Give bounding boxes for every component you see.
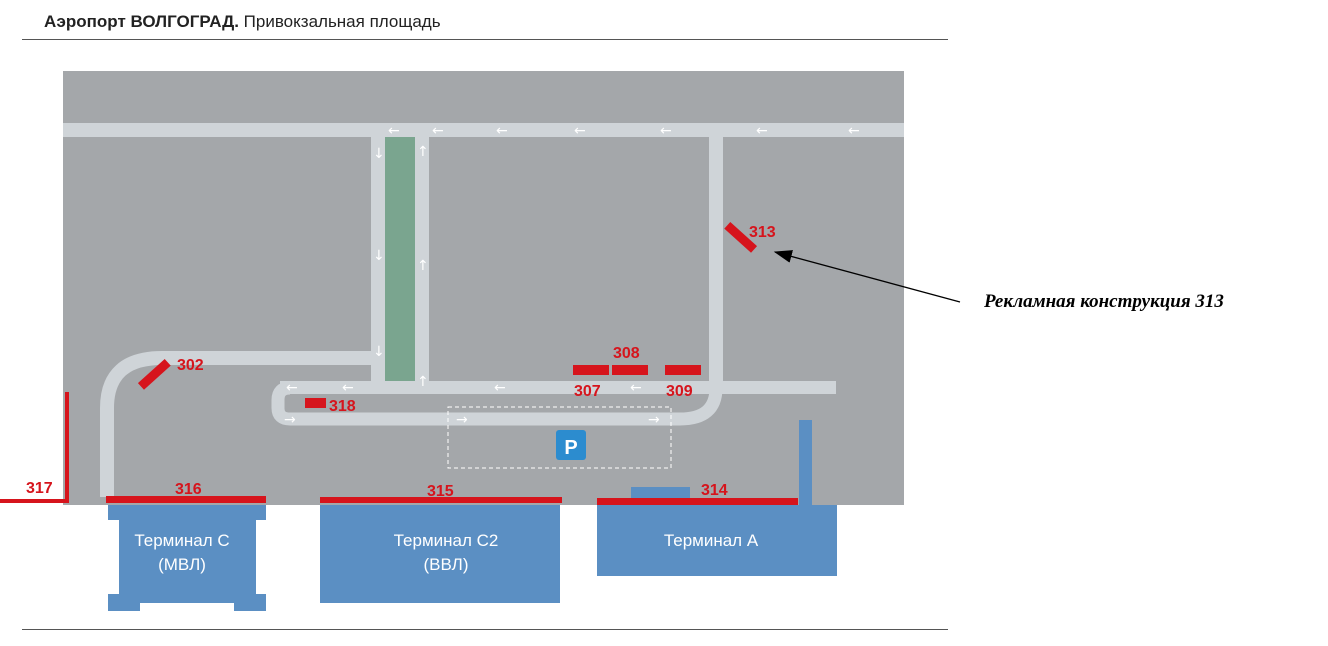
ad-307-marker xyxy=(573,365,609,375)
terminal-c2 xyxy=(320,505,560,603)
ad-315-label: 315 xyxy=(427,483,454,500)
callout-arrow xyxy=(773,250,961,303)
arrow-down-icon: ↓ xyxy=(373,248,385,264)
forecourt-area xyxy=(63,71,904,505)
terminals: Терминал С (МВЛ) Терминал С2 (ВВЛ) Терми… xyxy=(108,420,837,611)
parking-badge xyxy=(556,430,586,460)
ad-314-marker xyxy=(597,498,798,505)
terminal-a-gallery xyxy=(799,420,812,505)
arrow-left-icon: ← xyxy=(574,123,586,139)
page-title: Аэропорт ВОЛГОГРАД. Привокзальная площад… xyxy=(44,12,441,32)
ad-313-label: 313 xyxy=(749,224,776,241)
ad-307-label: 307 xyxy=(574,383,601,400)
road-top xyxy=(63,123,904,137)
ad-314-label: 314 xyxy=(701,482,728,499)
road-vertical-left xyxy=(371,123,385,381)
arrow-left-icon: ← xyxy=(848,123,860,139)
arrow-down-icon: ↓ xyxy=(373,146,385,162)
roads xyxy=(63,123,904,497)
arrow-left-icon: ← xyxy=(342,380,354,396)
road-left-curve xyxy=(100,351,371,497)
arrow-left-icon: ← xyxy=(496,123,508,139)
ad-318-label: 318 xyxy=(329,398,356,415)
direction-arrows: ← ← ← ← ← ← ← ↓ ↓ ↓ ↑ ↑ ↑ ← ← ← ← → → → xyxy=(284,123,860,428)
parking-symbol: P xyxy=(564,437,577,459)
ad-302-label: 302 xyxy=(177,357,204,374)
arrow-left-icon: ← xyxy=(660,123,672,139)
ad-315-marker xyxy=(320,497,562,503)
parking-outline xyxy=(447,406,672,469)
ad-318-marker xyxy=(305,398,326,408)
top-divider xyxy=(22,39,948,40)
green-median xyxy=(385,137,415,381)
arrow-up-icon: ↑ xyxy=(417,374,429,390)
ad-308-label: 308 xyxy=(613,345,640,362)
terminal-c2-label: Терминал С2 xyxy=(394,531,499,550)
terminal-c-sublabel: (МВЛ) xyxy=(158,555,206,574)
title-bold: Аэропорт ВОЛГОГРАД. xyxy=(44,12,239,31)
ad-309-marker xyxy=(665,365,701,375)
arrow-up-icon: ↑ xyxy=(417,144,429,160)
arrow-right-icon: → xyxy=(284,412,296,428)
arrow-up-icon: ↑ xyxy=(417,258,429,274)
title-rest: Привокзальная площадь xyxy=(238,12,441,31)
bottom-divider xyxy=(22,629,948,630)
arrow-left-icon: ← xyxy=(286,380,298,396)
road-right-vertical xyxy=(709,123,723,393)
terminal-c2-sublabel: (ВВЛ) xyxy=(424,555,469,574)
road-loop xyxy=(271,381,723,426)
ad-316-label: 316 xyxy=(175,481,202,498)
ad-309-label: 309 xyxy=(666,383,693,400)
arrow-left-icon: ← xyxy=(432,123,444,139)
ad-308-marker xyxy=(612,365,648,375)
arrow-left-icon: ← xyxy=(388,123,400,139)
terminal-a xyxy=(597,505,837,576)
ad-317-marker xyxy=(0,392,69,503)
terminal-c-label: Терминал С xyxy=(134,531,229,550)
road-vertical-right xyxy=(415,123,429,381)
arrow-left-icon: ← xyxy=(494,380,506,396)
road-lower-horizontal xyxy=(280,381,836,394)
arrow-right-icon: → xyxy=(456,412,468,428)
arrow-left-icon: ← xyxy=(630,380,642,396)
terminal-a-label: Терминал А xyxy=(664,531,759,550)
arrow-left-icon: ← xyxy=(756,123,768,139)
ad-316-marker xyxy=(106,496,266,503)
ad-313-marker xyxy=(724,221,758,253)
ad-317-label: 317 xyxy=(26,480,53,497)
callout-label: Рекламная конструкция 313 xyxy=(984,291,1224,312)
arrow-right-icon: → xyxy=(648,412,660,428)
terminal-c xyxy=(108,505,266,611)
ad-302-marker xyxy=(137,358,171,390)
ad-structures: 317 316 315 314 302 313 307 308 309 318 xyxy=(0,221,798,505)
arrow-down-icon: ↓ xyxy=(373,344,385,360)
